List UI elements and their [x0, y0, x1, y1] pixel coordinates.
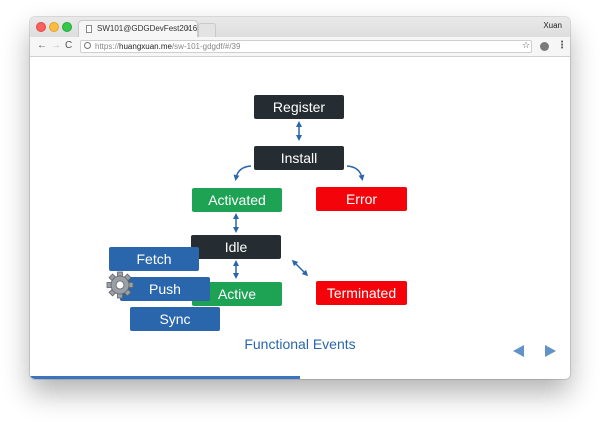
document-icon — [86, 25, 92, 33]
address-bar[interactable]: https://huangxuan.me/sw-101-gdgdf/#/39 — [80, 40, 532, 53]
reload-button[interactable]: C — [65, 40, 73, 51]
event-sync: Sync — [130, 307, 220, 331]
event-push: Push — [120, 277, 210, 301]
url-path: /sw-101-gdgdf/#/39 — [171, 42, 241, 51]
back-button[interactable]: ← — [37, 40, 47, 51]
menu-icon[interactable]: ⋮ — [557, 40, 567, 51]
state-error: Error — [316, 187, 407, 211]
browser-tab[interactable]: SW101@GDGDevFest2016 × — [78, 20, 198, 37]
event-fetch: Fetch — [109, 247, 199, 271]
idle-terminated-arrow — [291, 259, 309, 277]
install-activated-arrow — [233, 165, 252, 181]
lifecycle-connectors — [233, 121, 365, 279]
close-window-button[interactable] — [36, 22, 46, 32]
slide-caption: Functional Events — [244, 336, 356, 352]
browser-window: SW101@GDGDevFest2016 × Xuan ← → C https:… — [30, 17, 570, 379]
state-register: Register — [254, 95, 344, 119]
tab-title: SW101@GDGDevFest2016 — [97, 24, 198, 33]
maximize-window-button[interactable] — [62, 22, 72, 32]
url-text[interactable]: https://huangxuan.me/sw-101-gdgdf/#/39 — [95, 41, 240, 52]
star-icon[interactable]: ☆ — [522, 40, 531, 50]
extension-icon[interactable] — [540, 42, 549, 51]
minimize-window-button[interactable] — [49, 22, 59, 32]
url-domain: huangxuan.me — [119, 42, 172, 51]
state-activated: Activated — [192, 188, 282, 212]
state-idle: Idle — [191, 235, 281, 259]
title-bar: SW101@GDGDevFest2016 × Xuan — [30, 17, 570, 37]
new-tab-button[interactable] — [198, 23, 216, 37]
state-terminated: Terminated — [316, 281, 407, 305]
install-error-arrow — [346, 165, 365, 181]
profile-name[interactable]: Xuan — [543, 21, 562, 30]
state-install: Install — [254, 146, 344, 170]
info-icon[interactable] — [84, 42, 91, 49]
tab-close-button[interactable]: × — [185, 24, 190, 33]
gear-icon — [106, 271, 134, 299]
slide-content: Register Install Activated Error Idle Ac… — [30, 57, 570, 379]
slide-progress-bar — [30, 376, 300, 379]
forward-button[interactable]: → — [51, 40, 61, 51]
browser-toolbar: ← → C https://huangxuan.me/sw-101-gdgdf/… — [30, 37, 570, 57]
arrow-right-icon[interactable] — [545, 345, 556, 357]
url-scheme: https:// — [95, 42, 120, 51]
arrow-left-icon[interactable] — [513, 345, 524, 357]
